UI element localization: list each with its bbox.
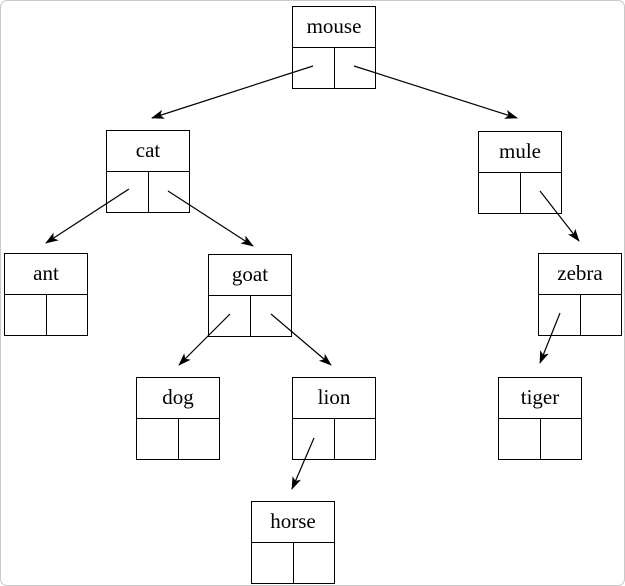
pointer-cells: [539, 295, 621, 335]
right-pointer-cell: [179, 419, 220, 459]
right-pointer-cell: [251, 296, 292, 336]
tree-node-dog: dog: [136, 377, 220, 460]
tree-node-label: goat: [209, 255, 291, 296]
pointer-cells: [479, 173, 561, 213]
tree-node-label: tiger: [499, 378, 581, 419]
pointer-cells: [499, 419, 581, 459]
left-pointer-cell: [5, 295, 47, 335]
left-pointer-cell: [293, 419, 335, 459]
tree-node-lion: lion: [292, 377, 376, 460]
pointer-cells: [107, 172, 189, 212]
tree-node-label: mule: [479, 132, 561, 173]
left-pointer-cell: [209, 296, 251, 336]
left-pointer-cell: [479, 173, 521, 213]
pointer-cells: [5, 295, 87, 335]
pointer-cells: [252, 543, 334, 583]
left-pointer-cell: [107, 172, 149, 212]
left-pointer-cell: [252, 543, 294, 583]
tree-node-label: horse: [252, 502, 334, 543]
right-pointer-cell: [541, 419, 582, 459]
tree-node-ant: ant: [4, 253, 88, 336]
right-pointer-cell: [335, 419, 376, 459]
right-pointer-cell: [294, 543, 335, 583]
tree-node-cat: cat: [106, 130, 190, 213]
pointer-cells: [293, 48, 375, 88]
right-pointer-cell: [335, 48, 376, 88]
left-pointer-cell: [499, 419, 541, 459]
tree-node-mule: mule: [478, 131, 562, 214]
tree-node-label: lion: [293, 378, 375, 419]
pointer-cells: [293, 419, 375, 459]
left-pointer-cell: [137, 419, 179, 459]
tree-node-label: dog: [137, 378, 219, 419]
tree-node-zebra: zebra: [538, 253, 622, 336]
left-pointer-cell: [539, 295, 581, 335]
right-pointer-cell: [149, 172, 190, 212]
left-pointer-cell: [293, 48, 335, 88]
right-pointer-cell: [521, 173, 562, 213]
tree-node-label: ant: [5, 254, 87, 295]
tree-node-horse: horse: [251, 501, 335, 584]
pointer-cells: [209, 296, 291, 336]
tree-node-label: cat: [107, 131, 189, 172]
tree-node-label: zebra: [539, 254, 621, 295]
tree-node-tiger: tiger: [498, 377, 582, 460]
tree-node-label: mouse: [293, 7, 375, 48]
right-pointer-cell: [581, 295, 622, 335]
right-pointer-cell: [47, 295, 88, 335]
tree-node-mouse: mouse: [292, 6, 376, 89]
tree-node-goat: goat: [208, 254, 292, 337]
pointer-cells: [137, 419, 219, 459]
